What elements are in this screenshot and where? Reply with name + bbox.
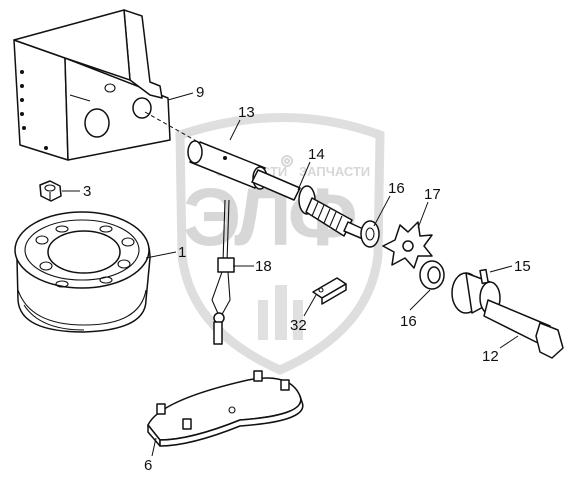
callout-14: 14 xyxy=(308,146,325,163)
key-part-32 xyxy=(312,277,347,305)
callout-3: 3 xyxy=(83,183,91,200)
hub-part-1 xyxy=(14,211,151,333)
wheat-icon xyxy=(258,285,303,340)
callout-16-lower: 16 xyxy=(400,313,417,330)
nut-part-3 xyxy=(39,180,62,202)
callout-18: 18 xyxy=(255,258,272,275)
watermark-tagline-right: ЗАПЧАСТИ xyxy=(299,164,370,179)
plate-part-6 xyxy=(147,370,304,447)
washer-part-16-lower xyxy=(419,260,445,290)
callout-1: 1 xyxy=(178,244,186,261)
callout-6: 6 xyxy=(144,457,152,474)
callout-12: 12 xyxy=(482,348,499,365)
callout-labels: 9 13 14 3 16 17 1 18 15 32 16 12 6 xyxy=(83,84,531,474)
callout-16-upper: 16 xyxy=(388,180,405,197)
bolt-group xyxy=(156,370,290,430)
callout-15: 15 xyxy=(514,258,531,275)
clamp-part-18 xyxy=(211,199,235,345)
bracket-part-9 xyxy=(13,9,231,161)
shaft-part-14 xyxy=(251,169,375,243)
callout-17: 17 xyxy=(424,186,441,203)
pin-part-12 xyxy=(451,272,564,359)
watermark-shield xyxy=(175,113,385,375)
callout-32: 32 xyxy=(290,317,307,334)
callout-9: 9 xyxy=(196,84,204,101)
gear-icon xyxy=(281,155,293,167)
washer-part-16-upper xyxy=(360,220,380,248)
small-pin-part-15 xyxy=(479,268,489,285)
leader-lines xyxy=(62,92,519,457)
callout-13: 13 xyxy=(238,104,255,121)
sprocket-part-17 xyxy=(382,221,433,269)
